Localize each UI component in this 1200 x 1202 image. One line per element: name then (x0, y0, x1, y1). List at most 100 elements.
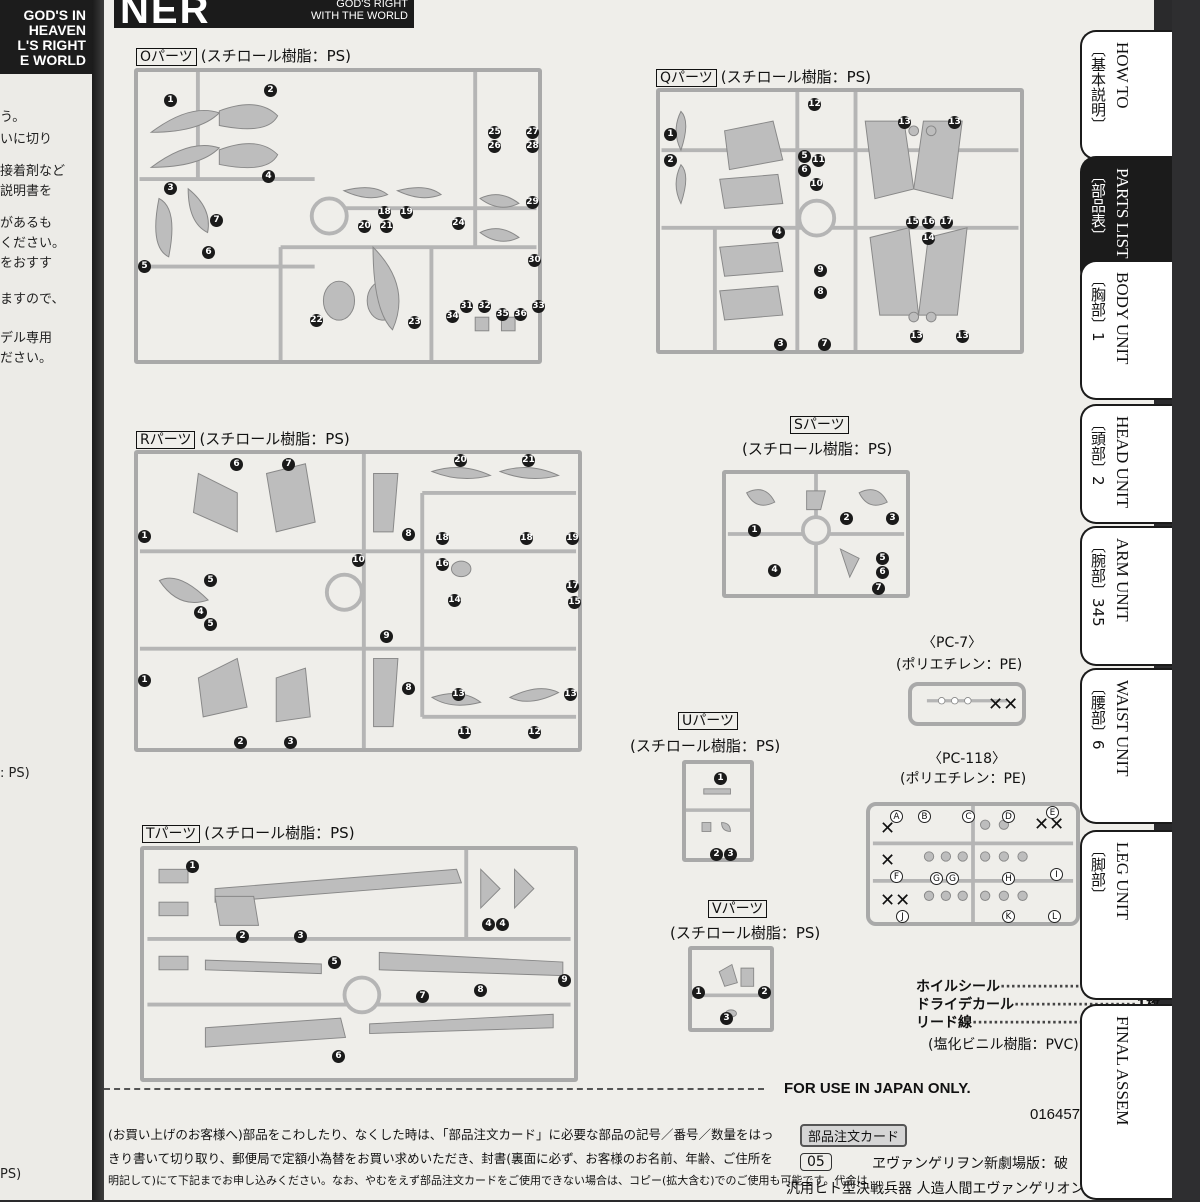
sprue-q-drawing (661, 92, 1019, 350)
tab-label-en: HOW TO (1113, 42, 1132, 109)
part-number: 12 (808, 98, 821, 111)
left-text: PS) (0, 1167, 22, 1182)
part-letter: G (946, 872, 959, 885)
part-number: 16 (436, 558, 449, 571)
banner-line: L'S RIGHT (17, 37, 86, 53)
part-number: 3 (724, 848, 737, 861)
part-number: 3 (294, 930, 307, 943)
part-number: 18 (378, 206, 391, 219)
order-product-subtitle: 汎用ヒト型決戦兵器 人造人間エヴァンゲリオン (786, 1181, 1085, 1197)
section-tabs: 〔基本説明〕 HOW TO 〔部品表〕 PARTS LIST 〔胸部〕1 BOD… (1080, 0, 1200, 1200)
x-mark: ✕ (880, 818, 896, 839)
tab-label-jp: 〔部品表〕 (1089, 168, 1107, 243)
sprue-v-title: Vパーツ (708, 898, 771, 918)
tab-how-to[interactable]: 〔基本説明〕 HOW TO (1080, 30, 1172, 160)
page-edge (1172, 0, 1200, 1200)
tab-leg-unit[interactable]: 〔脚部〕 LEG UNIT (1080, 830, 1172, 1000)
part-number: 2 (236, 930, 249, 943)
sprue-v-tag: Vパーツ (708, 900, 768, 918)
order-card-label: 部品注文カード (800, 1124, 908, 1147)
left-text: ますので、 (0, 292, 65, 307)
order-code: 0164577 (1030, 1106, 1089, 1123)
part-number: 1 (186, 860, 199, 873)
part-number: 2 (840, 512, 853, 525)
part-number: 1 (664, 128, 677, 141)
part-number: 3 (720, 1012, 733, 1025)
sprue-u-drawing (686, 788, 750, 832)
tab-label-en: HEAD UNIT (1113, 416, 1132, 509)
part-number: 6 (798, 164, 811, 177)
part-number: 31 (460, 300, 473, 313)
part-number: 23 (408, 316, 421, 329)
part-number: 1 (748, 524, 761, 537)
part-number: 18 (520, 532, 533, 545)
part-letter: F (890, 870, 903, 883)
part-number: 7 (818, 338, 831, 351)
pc7-material: (ポリエチレン：PE) (896, 657, 1023, 673)
sprue-q-material: (スチロール樹脂：PS) (720, 68, 872, 86)
order-product-title: ヱヴァンゲリヲン新劇場版：破 (872, 1156, 1068, 1172)
sprue-q-tag: Qパーツ (656, 69, 717, 87)
sprue-u-title: Uパーツ (678, 710, 742, 730)
part-letter: J (896, 910, 909, 923)
x-mark: ✕ (880, 850, 896, 871)
part-number: 2 (710, 848, 723, 861)
left-page: GOD'S IN HEAVEN L'S RIGHT E WORLD う。 いに切… (0, 0, 92, 1200)
part-number: 7 (282, 458, 295, 471)
left-text: 説明書を (0, 184, 53, 199)
left-text: をおすす (0, 256, 53, 271)
part-number: 2 (758, 986, 771, 999)
part-number: 29 (526, 196, 539, 209)
tab-waist-unit[interactable]: 〔腰部〕6 WAIST UNIT (1080, 668, 1172, 824)
tab-head-unit[interactable]: 〔頭部〕2 HEAD UNIT (1080, 404, 1172, 524)
part-letter: I (1050, 868, 1063, 881)
tab-label-jp: 〔脚部〕 (1089, 842, 1107, 902)
accessory-name: リード線 (916, 1015, 972, 1031)
part-number: 33 (532, 300, 545, 313)
sprue-r-material: (スチロール樹脂：PS) (199, 430, 350, 448)
accessory-name: ドライデカール (916, 997, 1014, 1013)
part-number: 15 (906, 216, 919, 229)
part-number: 26 (488, 140, 501, 153)
sprue-o-tag: Oパーツ (136, 48, 197, 66)
sprue-t-tag: Tパーツ (142, 825, 201, 843)
part-number: 35 (496, 308, 509, 321)
part-number: 21 (380, 220, 393, 233)
part-number: 5 (328, 956, 341, 969)
order-number: 05 (800, 1153, 832, 1171)
part-number: 28 (526, 140, 539, 153)
sprue-v-frame: 1 2 3 (688, 946, 774, 1032)
part-number: 5 (204, 574, 217, 587)
part-number: 1 (164, 94, 177, 107)
x-mark: ✕✕ (880, 890, 911, 911)
pc118-frame: A B C D E F G G H I J K L ✕ ✕ ✕✕ ✕✕ (866, 802, 1080, 926)
x-mark: ✕✕ (988, 694, 1019, 715)
part-letter: A (890, 810, 903, 823)
tab-body-unit[interactable]: 〔胸部〕1 BODY UNIT (1080, 260, 1172, 400)
part-letter: K (1002, 910, 1015, 923)
pc7-frame: ✕✕ (908, 682, 1026, 726)
pc7-drawing (926, 697, 1008, 705)
pc118-title: 〈PC-118〉 (928, 751, 1006, 767)
part-number: 11 (812, 154, 825, 167)
tab-final-assembly[interactable]: FINAL ASSEM (1080, 1004, 1172, 1200)
part-number: 14 (922, 232, 935, 245)
tab-label-en: LEG UNIT (1113, 842, 1132, 920)
part-number: 10 (810, 178, 823, 191)
header-tagline: GOD'S RIGHT WITH THE WORLD (311, 0, 408, 22)
part-number: 34 (446, 310, 459, 323)
part-number: 5 (876, 552, 889, 565)
instruction-line: (お買い上げのお客様へ)部品をこわしたり、なくした時は、「部品注文カード」に必要… (108, 1127, 774, 1142)
sprue-r-tag: Rパーツ (136, 431, 196, 449)
part-number: 3 (284, 736, 297, 749)
part-number: 27 (526, 126, 539, 139)
part-number: 9 (380, 630, 393, 643)
part-letter: C (962, 810, 975, 823)
header-logo: NER (120, 0, 211, 32)
part-number: 4 (262, 170, 275, 183)
left-banner: GOD'S IN HEAVEN L'S RIGHT E WORLD (0, 0, 92, 74)
part-number: 2 (234, 736, 247, 749)
part-number: 1 (714, 772, 727, 785)
tab-arm-unit[interactable]: 〔腕部〕345 ARM UNIT (1080, 526, 1172, 666)
part-number: 7 (416, 990, 429, 1003)
